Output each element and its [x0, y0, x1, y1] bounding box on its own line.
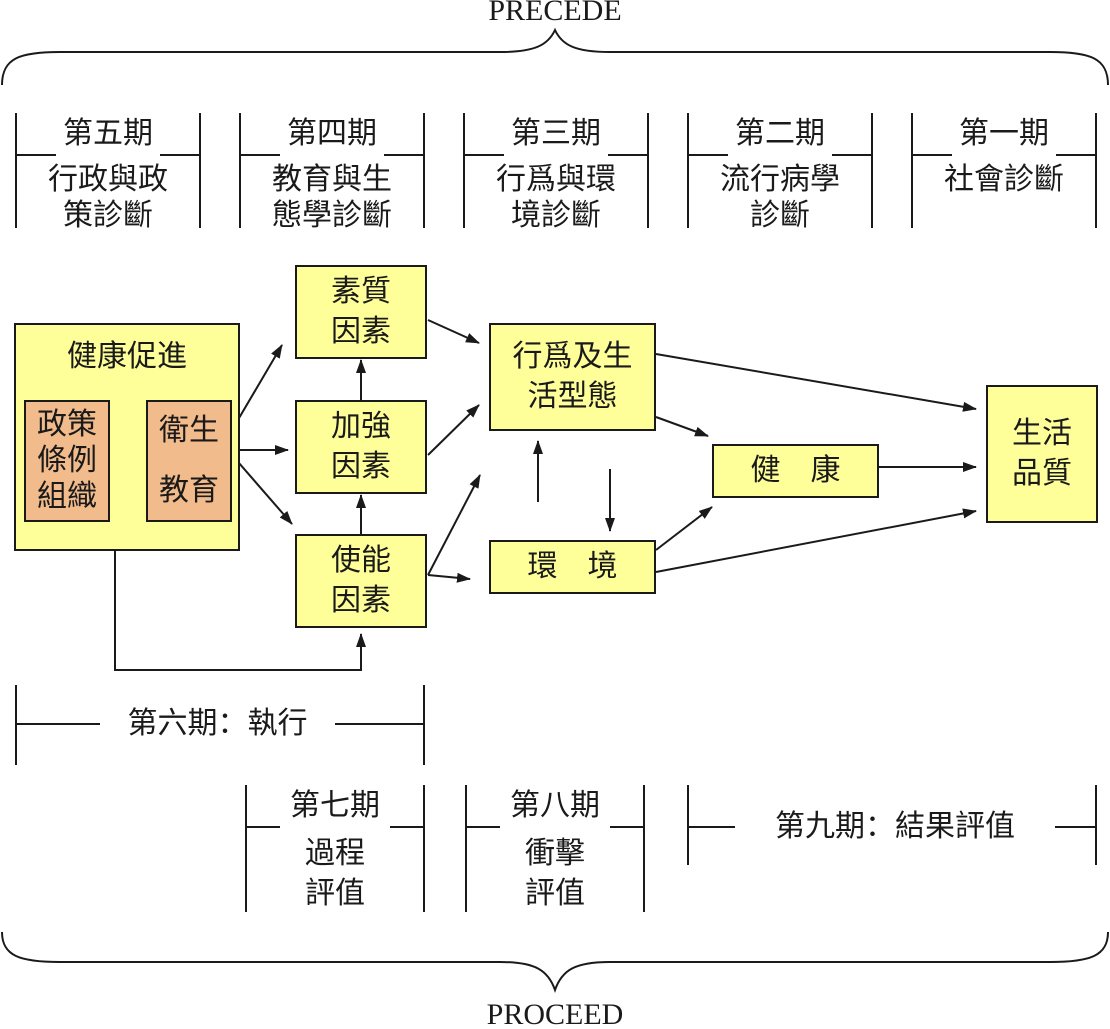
arrow-environment-to-quality	[655, 508, 977, 573]
phase2-label: 第二期	[735, 116, 825, 151]
phase6-bracket	[15, 685, 425, 765]
quality-of-life-box: 生活 品質	[986, 385, 1098, 523]
arrow-education-to-predisposing	[231, 344, 283, 431]
phase5-label: 第五期	[63, 116, 153, 151]
phase2-desc: 流行病學 診斷	[720, 162, 840, 233]
phase6-label: 第六期：執行	[100, 706, 335, 742]
phase1-bracket	[911, 113, 1097, 228]
arrow-reinforcing-to-behavior	[427, 404, 480, 456]
arrow-behavior-to-health	[655, 416, 709, 437]
phase8-desc: 衝擊 評值	[525, 836, 585, 911]
phase5-bracket	[15, 113, 201, 228]
precede-brace	[1, 27, 1109, 86]
phase4-bracket	[239, 113, 425, 228]
phase4-desc: 教育與生 態學診斷	[272, 162, 392, 233]
arrow-enabling-to-environment	[427, 572, 471, 583]
environment-box: 環 境	[489, 540, 656, 594]
precede-title: PRECEDE	[488, 0, 622, 27]
phase3-label: 第三期	[511, 116, 601, 151]
phase8-label: 第八期	[510, 788, 600, 823]
reinforcing-factors-box: 加強 因素	[295, 400, 427, 494]
arrow-promotion-to-enabling	[114, 551, 366, 671]
arrow-education-to-enabling	[231, 454, 293, 525]
proceed-title: PROCEED	[486, 998, 624, 1029]
phase1-desc: 社會診斷	[944, 162, 1064, 197]
phase4-label: 第四期	[287, 116, 377, 151]
arrow-enabling-to-behavior	[427, 474, 481, 576]
phase7-bracket	[245, 785, 425, 912]
phase1-label: 第一期	[959, 116, 1049, 151]
policy-regulation-organization-box: 政策 條例 組織	[24, 400, 110, 522]
phase7-desc: 過程 評值	[305, 836, 365, 911]
arrow-behavior-to-quality	[655, 353, 977, 412]
proceed-brace	[1, 931, 1109, 994]
enabling-factors-box: 使能 因素	[295, 534, 427, 628]
arrow-environment-to-health	[655, 506, 713, 551]
phase5-desc: 行政與政 策診斷	[48, 162, 168, 233]
health-box: 健 康	[712, 444, 879, 498]
arrow-predisposing-to-behavior	[427, 319, 480, 344]
phase3-bracket	[463, 113, 649, 228]
phase9-bracket	[687, 785, 1097, 865]
health-education-box: 衛生 教育	[146, 400, 232, 522]
phase3-desc: 行爲與環 境診斷	[496, 162, 616, 233]
behavior-lifestyle-box: 行爲及生 活型態	[489, 323, 656, 431]
phase2-bracket	[687, 113, 873, 228]
phase8-bracket	[465, 785, 645, 912]
phase9-label: 第九期：結果評值	[735, 809, 1055, 845]
phase7-label: 第七期	[290, 788, 380, 823]
predisposing-factors-box: 素質 因素	[295, 265, 427, 359]
health-promotion-label: 健康促進	[67, 339, 187, 374]
